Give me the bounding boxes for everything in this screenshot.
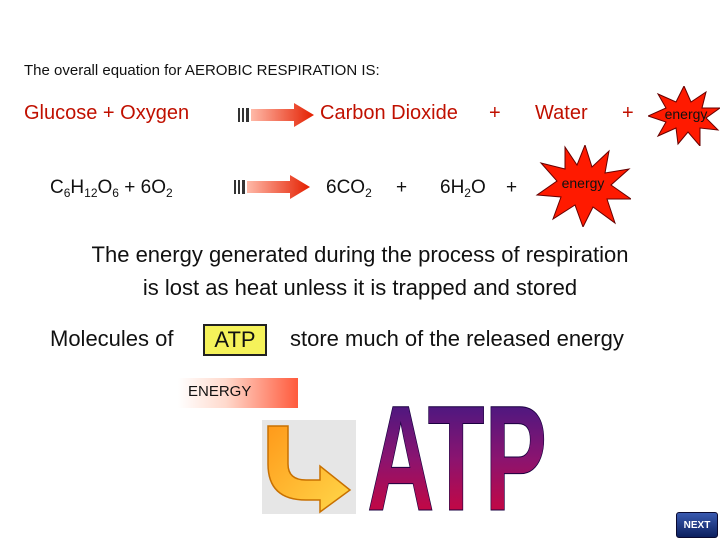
paragraph-line-2: is lost as heat unless it is trapped and… — [142, 275, 578, 300]
chem-reactants: C6H12O6 + 6O2 — [50, 177, 173, 200]
word-plus-2: + — [622, 102, 634, 124]
chem-plus-2: + — [506, 177, 518, 198]
word-energy: energy — [665, 106, 708, 122]
energy-bar: ENERGY — [178, 378, 298, 408]
atp-highlight: ATP — [203, 324, 267, 356]
chem-energy: energy — [562, 175, 605, 191]
energy-bar-label: ENERGY — [188, 383, 252, 400]
arrow-icon — [234, 175, 310, 199]
molecules-prefix: Molecules of — [50, 326, 174, 351]
molecules-suffix: store much of the released energy — [290, 326, 624, 351]
chem-plus-1: + — [396, 177, 408, 198]
word-plus-1: + — [489, 102, 501, 124]
curved-arrow-icon — [267, 425, 352, 514]
next-button[interactable]: NEXT — [676, 512, 718, 538]
word-reactants: Glucose + Oxygen — [24, 102, 190, 124]
chem-h2o: 6H2O — [440, 177, 486, 200]
atp-big-text: ATP — [367, 392, 548, 516]
word-water: Water — [535, 102, 588, 124]
intro-text: The overall equation for AEROBIC RESPIRA… — [24, 62, 380, 79]
curved-arrow-panel — [262, 420, 356, 514]
paragraph-line-1: The energy generated during the process … — [91, 242, 629, 267]
svg-text:ATP: ATP — [367, 392, 547, 516]
energy-starburst-icon: energy — [535, 145, 631, 227]
energy-starburst-icon: energy — [648, 86, 720, 146]
chem-co2: 6CO2 — [326, 177, 372, 200]
word-carbon-dioxide: Carbon Dioxide — [320, 102, 458, 124]
arrow-icon — [238, 103, 314, 127]
